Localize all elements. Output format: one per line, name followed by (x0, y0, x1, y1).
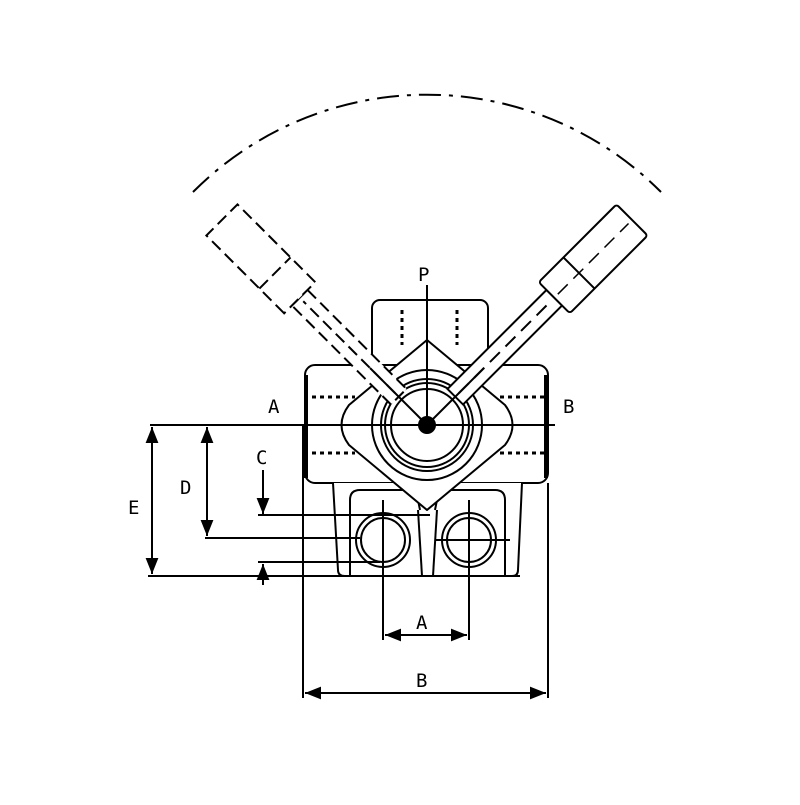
dim-label-a: A (416, 612, 428, 634)
dim-label-b: B (416, 670, 427, 692)
dim-label-e: E (128, 497, 139, 519)
port-label-a: A (268, 396, 280, 418)
port-label-b: B (563, 396, 574, 418)
dim-label-c: C (256, 447, 267, 469)
port-label-p: P (418, 264, 429, 286)
handle-swing-arc (192, 93, 662, 193)
dim-label-d: D (180, 477, 191, 499)
